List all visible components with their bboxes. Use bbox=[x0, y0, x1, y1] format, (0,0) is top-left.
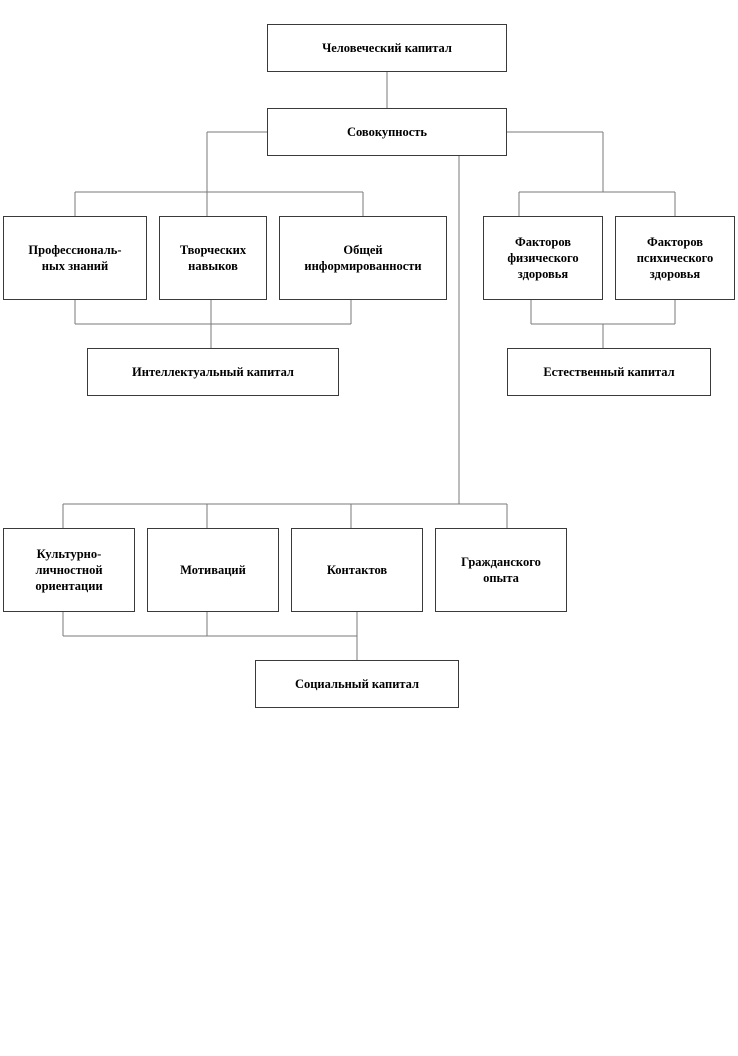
general-awareness-node: Общей информированности bbox=[279, 216, 447, 300]
node-label: Естественный капитал bbox=[543, 364, 675, 379]
cultural-orientation-node: Культурно- личностной ориентации bbox=[3, 528, 135, 612]
node-label: Общей информированности bbox=[304, 242, 422, 273]
node-label: Интеллектуальный капитал bbox=[132, 364, 294, 379]
intellectual-capital-node: Интеллектуальный капитал bbox=[87, 348, 339, 396]
node-label: Совокупность bbox=[346, 124, 428, 139]
professional-knowledge-node: Профессиональ- ных знаний bbox=[3, 216, 147, 300]
node-label: Профессиональ- ных знаний bbox=[28, 242, 122, 273]
physical-health-node: Факторов физического здоровья bbox=[483, 216, 603, 300]
node-label: Контактов bbox=[326, 562, 388, 577]
contacts-node: Контактов bbox=[291, 528, 423, 612]
motivation-node: Мотиваций bbox=[147, 528, 279, 612]
node-label: Факторов психического здоровья bbox=[636, 234, 714, 282]
node-label: Гражданского опыта bbox=[461, 554, 541, 585]
node-label: Творческих навыков bbox=[179, 242, 247, 273]
creative-skills-node: Творческих навыков bbox=[159, 216, 267, 300]
node-label: Мотиваций bbox=[180, 562, 246, 577]
natural-capital-node: Естественный капитал bbox=[507, 348, 711, 396]
social-capital-node: Социальный капитал bbox=[255, 660, 459, 708]
aggregate-node: Совокупность bbox=[267, 108, 507, 156]
node-label: Социальный капитал bbox=[294, 676, 420, 691]
node-label: Культурно- личностной ориентации bbox=[35, 546, 103, 594]
node-label: Факторов физического здоровья bbox=[507, 234, 579, 282]
mental-health-node: Факторов психического здоровья bbox=[615, 216, 735, 300]
human-capital-node: Человеческий капитал bbox=[267, 24, 507, 72]
civic-experience-node: Гражданского опыта bbox=[435, 528, 567, 612]
node-label: Человеческий капитал bbox=[322, 40, 452, 55]
